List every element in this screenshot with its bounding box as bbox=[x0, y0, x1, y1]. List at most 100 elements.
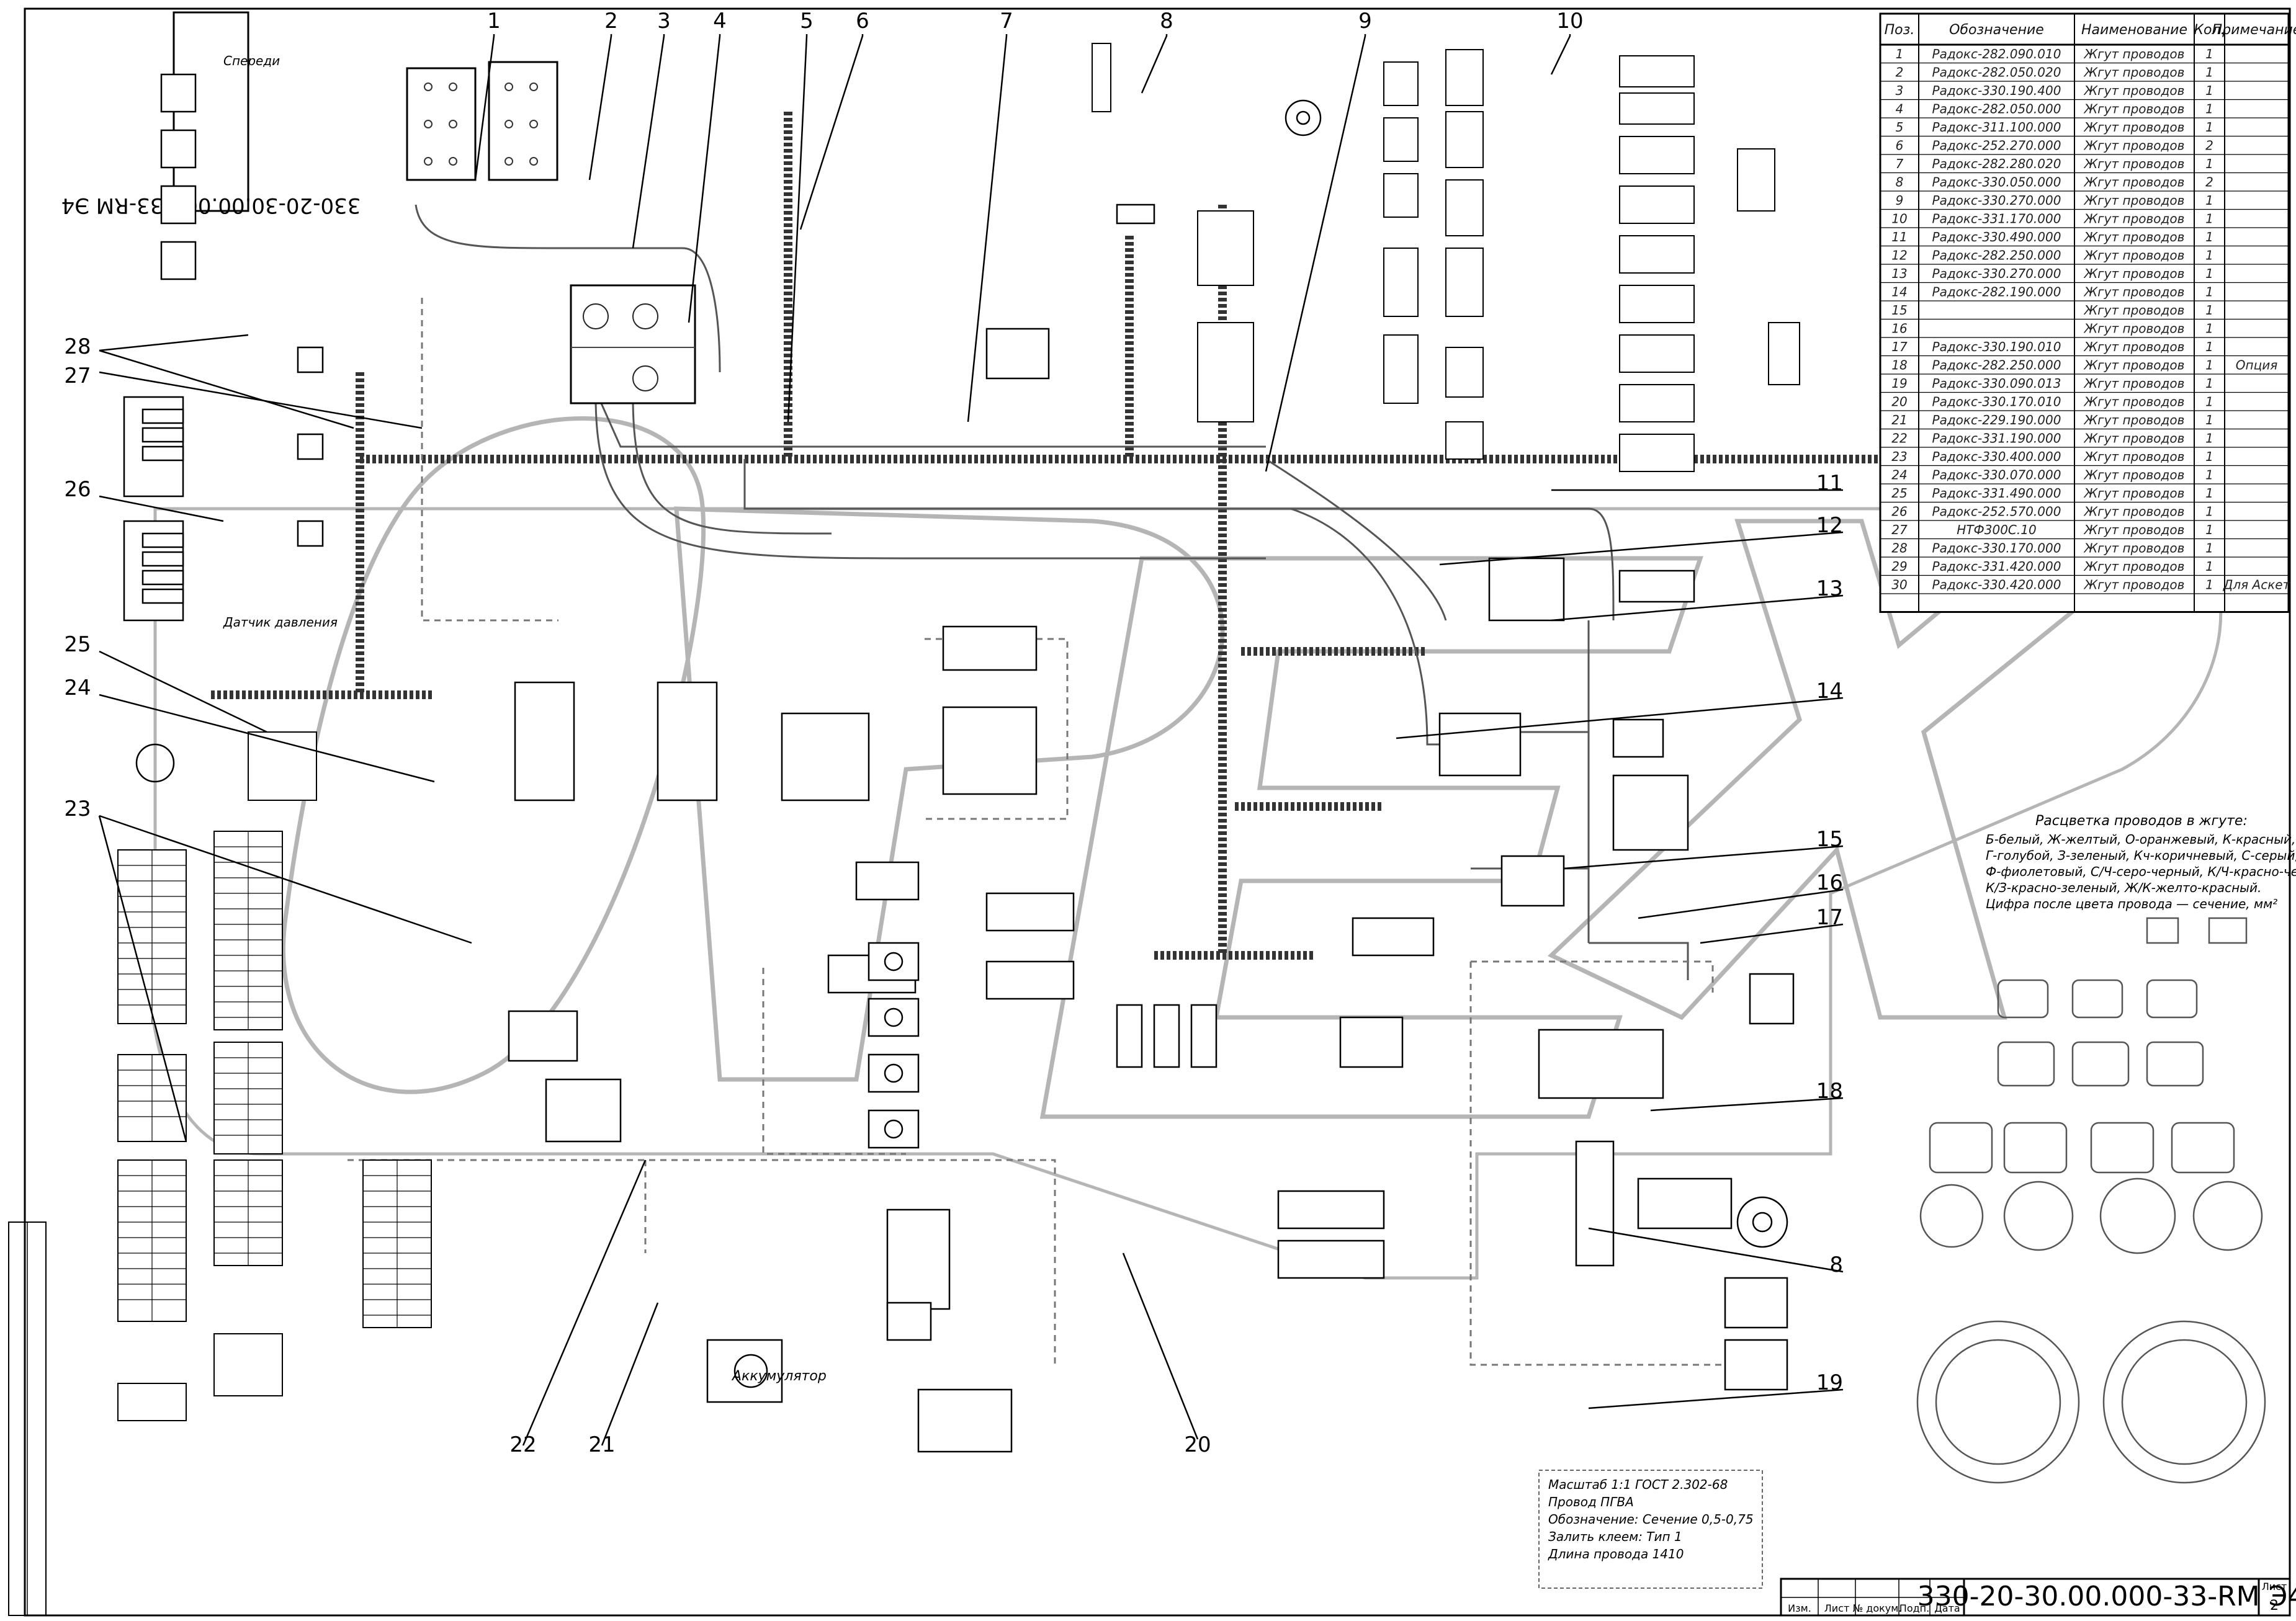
callout-number: 24 bbox=[64, 676, 91, 700]
title-block bbox=[1780, 1578, 2291, 1617]
parts-table-cell: 1 bbox=[2205, 559, 2213, 574]
parts-table-cell: 22 bbox=[1891, 431, 1907, 446]
parts-table-cell: 1 bbox=[2205, 486, 2213, 501]
parts-table-cell: 17 bbox=[1891, 339, 1908, 354]
parts-table-cell: Жгут проводов bbox=[2083, 248, 2185, 263]
parts-table-cell: 1 bbox=[2205, 449, 2213, 464]
parts-table-cell: Жгут проводов bbox=[2083, 65, 2185, 80]
notes-line: Обозначение: Сечение 0,5-0,75 bbox=[1548, 1512, 1754, 1527]
parts-table-cell: 12 bbox=[1891, 248, 1907, 263]
parts-table-cell: Радокс-330.490.000 bbox=[1932, 230, 2061, 244]
parts-table-cell: Радокс-282.090.010 bbox=[1932, 47, 2061, 61]
parts-table-cell: 16 bbox=[1891, 321, 1907, 336]
parts-table-cell: Жгут проводов bbox=[2083, 303, 2185, 318]
parts-table-cell: Жгут проводов bbox=[2083, 230, 2185, 244]
callout-number: 21 bbox=[588, 1432, 615, 1457]
parts-table-cell: Жгут проводов bbox=[2083, 522, 2185, 537]
callout-number: 15 bbox=[1816, 827, 1843, 852]
callout-number: 8 bbox=[1160, 9, 1173, 33]
connector-pinout-diagrams bbox=[1916, 917, 2266, 1484]
parts-table-header: Примечание bbox=[2212, 22, 2296, 38]
parts-table-cell: Радокс-330.270.000 bbox=[1932, 266, 2061, 281]
parts-table-cell: Жгут проводов bbox=[2083, 266, 2185, 281]
parts-table-cell: 2 bbox=[1896, 65, 1904, 80]
drawing-code-bottom: 330-20-30.00.000-33-RM Э4 bbox=[1917, 1581, 2296, 1612]
title-block-label: Лист bbox=[1824, 1602, 1850, 1614]
parts-table-cell: Радокс-229.190.000 bbox=[1932, 413, 2061, 427]
parts-table-cell: Жгут проводов bbox=[2083, 395, 2185, 409]
callout-number: 28 bbox=[64, 334, 91, 359]
parts-table-cell: 8 bbox=[1896, 175, 1904, 190]
parts-table-cell: 1 bbox=[2205, 303, 2213, 318]
parts-table-cell: Радокс-282.280.020 bbox=[1932, 156, 2061, 171]
parts-table-cell: 1 bbox=[2205, 47, 2213, 61]
notes-line: Длина провода 1410 bbox=[1548, 1547, 1684, 1561]
parts-table-cell: 1 bbox=[2205, 504, 2213, 519]
parts-table-cell: 27 bbox=[1891, 522, 1908, 537]
parts-table-cell: 18 bbox=[1891, 358, 1907, 373]
callout-number: 2 bbox=[604, 9, 618, 33]
parts-table-cell: Радокс-330.070.000 bbox=[1932, 468, 2061, 483]
parts-table-cell: Жгут проводов bbox=[2083, 339, 2185, 354]
callout-number: 25 bbox=[64, 632, 91, 657]
parts-table-cell: 20 bbox=[1891, 395, 1907, 409]
harness-branches bbox=[415, 204, 1689, 980]
parts-table-cell: Жгут проводов bbox=[2083, 559, 2185, 574]
color-legend-line: Б-белый, Ж-желтый, О-оранжевый, К-красны… bbox=[1986, 832, 2296, 847]
parts-table-cell: Радокс-282.250.000 bbox=[1932, 358, 2061, 373]
parts-table-cell: Жгут проводов bbox=[2083, 193, 2185, 208]
parts-table-cell: 3 bbox=[1896, 83, 1904, 98]
parts-table-cell: 2 bbox=[2205, 138, 2213, 153]
left-connector-group bbox=[123, 73, 324, 622]
parts-table-header: Поз. bbox=[1885, 22, 1915, 38]
title-block-label: № докум. bbox=[1853, 1602, 1902, 1614]
title-block-label: Дата bbox=[1934, 1602, 1960, 1614]
parts-table-cell: 1 bbox=[2205, 376, 2213, 391]
round-components bbox=[135, 99, 1788, 1388]
parts-table-cell: 25 bbox=[1891, 486, 1907, 501]
callout-number: 22 bbox=[509, 1432, 536, 1457]
parts-table-cell: 1 bbox=[2205, 193, 2213, 208]
parts-table-cell: 10 bbox=[1891, 212, 1907, 226]
parts-table-cell: 28 bbox=[1891, 541, 1907, 556]
left-top-label: Спереди bbox=[223, 53, 280, 68]
parts-table-cell: Жгут проводов bbox=[2083, 449, 2185, 464]
parts-table-cell: Жгут проводов bbox=[2083, 504, 2185, 519]
parts-table-cell: 1 bbox=[2205, 266, 2213, 281]
parts-table-cell: 15 bbox=[1891, 303, 1907, 318]
color-legend-line: Цифра после цвета провода — сечение, мм² bbox=[1986, 896, 2277, 911]
parts-table-cell: 19 bbox=[1891, 376, 1907, 391]
callout-number: 12 bbox=[1816, 513, 1843, 538]
parts-table-cell: 1 bbox=[2205, 321, 2213, 336]
parts-table-cell: 1 bbox=[2205, 468, 2213, 483]
parts-table-header: Обозначение bbox=[1949, 22, 2044, 38]
parts-table-cell: 1 bbox=[2205, 578, 2213, 592]
parts-table-cell: Жгут проводов bbox=[2083, 541, 2185, 556]
parts-table-cell: Жгут проводов bbox=[2083, 578, 2185, 592]
pin-table-gridlines bbox=[118, 831, 431, 1328]
callout-leaders bbox=[98, 34, 1844, 1446]
parts-table-frame bbox=[1879, 12, 2290, 613]
callout-number: 27 bbox=[64, 364, 91, 388]
parts-table-header: Наименование bbox=[2081, 22, 2187, 38]
parts-table-cell: Жгут проводов bbox=[2083, 413, 2185, 427]
callout-number: 14 bbox=[1816, 679, 1843, 703]
notes-line: Залить клеем: Тип 1 bbox=[1548, 1529, 1682, 1544]
parts-table-cell: Опция bbox=[2236, 358, 2277, 373]
parts-table-cell: Радокс-282.190.000 bbox=[1932, 285, 2061, 300]
callout-number: 19 bbox=[1816, 1370, 1843, 1395]
callout-number: 1 bbox=[487, 9, 501, 33]
parts-table-cell: 29 bbox=[1891, 559, 1907, 574]
battery-label: Аккумулятор bbox=[731, 1369, 827, 1384]
parts-table-cell: 4 bbox=[1896, 102, 1904, 117]
parts-table-cell: 1 bbox=[2205, 541, 2213, 556]
parts-table-cell: 1 bbox=[2205, 120, 2213, 135]
parts-table-cell: Радокс-282.050.000 bbox=[1932, 102, 2061, 117]
notes-line: Масштаб 1:1 ГОСТ 2.302-68 bbox=[1548, 1477, 1728, 1492]
parts-table-cell: 14 bbox=[1891, 285, 1907, 300]
parts-table-cell: 1 bbox=[2205, 65, 2213, 80]
parts-table-cell: Радокс-330.090.013 bbox=[1932, 376, 2061, 391]
parts-table-cell: 1 bbox=[2205, 83, 2213, 98]
